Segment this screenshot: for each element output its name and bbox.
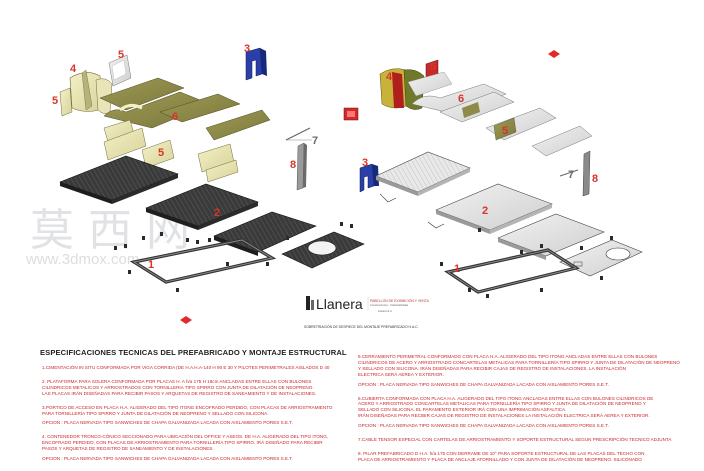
part-2-platform-slab-right bbox=[375, 151, 643, 277]
spec-line: PASOS Y ARQUETAS DE REGISTRO DE SANEAMIE… bbox=[42, 446, 214, 452]
callout-right-2: 2 bbox=[482, 205, 488, 217]
logo-signature: Llanera S.A. bbox=[378, 309, 393, 313]
callout-right-3: 3 bbox=[362, 157, 368, 169]
logo-name: Llanera bbox=[316, 296, 363, 312]
callout-left-5-top: 5 bbox=[118, 49, 124, 61]
part-8-pillar-right bbox=[582, 150, 591, 197]
spec-line: OPCION : PLACA NERVADA TIPO SANWICHES DE… bbox=[42, 420, 293, 426]
part-8-pillar-left bbox=[296, 142, 307, 191]
spec-left-item-4: 4. CONTENEDOR TRONCO-CÓNICO SECCIONADO P… bbox=[42, 434, 342, 462]
callout-right-5-top: 5 bbox=[430, 61, 436, 73]
spec-right-item-1: 5.CERRAMIENTO PERIMETRAL CONFORMADO CON … bbox=[358, 354, 703, 388]
spec-line: ELECTRICA SERÁ AEREA Y EXTERIOR. bbox=[358, 371, 444, 377]
callout-right-1: 1 bbox=[454, 263, 460, 275]
part-7-cable-tensor-left bbox=[285, 127, 312, 141]
watermark-url: www.3dmox.com bbox=[25, 251, 139, 268]
callout-right-8: 8 bbox=[592, 173, 598, 185]
spec-column-right: 5.CERRAMIENTO PERIMETRAL CONFORMADO CON … bbox=[358, 354, 703, 471]
part-6-roof-plates-right bbox=[411, 83, 593, 157]
part-6-roof-plates-left bbox=[99, 77, 271, 141]
right-exploded-view: 4 5 6 5 3 8 7 2 1 bbox=[343, 50, 643, 298]
callouts-right: 4 5 6 5 3 8 7 2 1 bbox=[362, 61, 598, 275]
spec-line: 2. PLATAFORMA PARA SOLERA CONFORMADA POR… bbox=[42, 378, 312, 384]
callout-left-6: 6 bbox=[172, 111, 178, 123]
spec-column-left: 1.CIMENTACIÓN IN SITU CONFORMADA POR VIG… bbox=[42, 365, 342, 470]
callout-right-5-panel: 5 bbox=[502, 125, 508, 137]
part-5-wall-panel-top bbox=[108, 54, 132, 87]
left-exploded-view: 5 4 3 5 6 5 7 8 2 1 bbox=[52, 43, 365, 324]
spec-line: PARA TORNILLERÍA TIPO SPIRRO Y JUNTA DE … bbox=[42, 410, 269, 416]
spec-line: 5.CERRAMIENTO PERIMETRAL CONFORMADO CON … bbox=[358, 354, 658, 359]
spec-title: ESPECIFICACIONES TECNICAS DEL PREFABRICA… bbox=[40, 348, 347, 357]
part-4-container-left bbox=[69, 69, 113, 114]
part-1-foundation-left bbox=[114, 222, 353, 292]
callout-right-6: 6 bbox=[458, 93, 464, 105]
callout-left-2: 2 bbox=[214, 207, 220, 219]
title-block: Llanera PABELLÓN DE EXHIBICIÓN Y VENTA C… bbox=[304, 296, 430, 329]
callout-left-5-side: 5 bbox=[52, 95, 58, 107]
spec-line: 6.CUBIERTA CONFORMADA CON PLACA H.A. ALI… bbox=[358, 395, 654, 401]
spec-line: CILINDRICOS DE ACERO Y ARRIOSTRADO CONCA… bbox=[358, 359, 680, 365]
spec-line: IRÁN DISEÑADAS PARA RECIBIR CAJAS DE REG… bbox=[358, 413, 650, 419]
foundation-piles-right bbox=[440, 228, 613, 298]
spec-line: 7.CABLE TENSOR ESPECIAL CON CARTELAS DE … bbox=[358, 437, 672, 443]
spec-line: 8. PILAR PREFABRICADO D H.A. h/a 175 CON… bbox=[358, 450, 645, 456]
spec-line: OPCION : PLACA NERVADA TIPO SANWICHES DE… bbox=[358, 381, 609, 387]
callout-right-4: 4 bbox=[386, 71, 393, 83]
spec-left-item-2: 2. PLATAFORMA PARA SOLERA CONFORMADA POR… bbox=[42, 379, 342, 397]
spec-line: ENCOFRADO PERDIDO, CON PLACAS DE ARRIOST… bbox=[42, 440, 323, 446]
callout-left-7: 7 bbox=[312, 135, 318, 147]
spec-left-item-1: 1.CIMENTACIÓN IN SITU CONFORMADA POR VIG… bbox=[42, 365, 342, 371]
marker-diamond-right bbox=[548, 50, 560, 58]
marker-diamond-left bbox=[180, 316, 192, 324]
logo-subtitle: PABELLÓN DE EXHIBICIÓN Y VENTA bbox=[370, 298, 430, 303]
logo-tagline: Construcciones · Industrializadas bbox=[370, 303, 409, 307]
spec-line: PLACA DE ARRIOSTRAMIENTO Y PLACA DE ANCL… bbox=[358, 456, 642, 462]
spec-line: 4. CONTENEDOR TRONCO-CÓNICO SECCIONADO P… bbox=[42, 434, 329, 440]
logo-mark-icon bbox=[306, 296, 310, 310]
spec-line: LAS PLACAS IRÁN DISEÑADAS PARA RECIBIR P… bbox=[42, 390, 317, 396]
spec-line: SELLADO CON SILICONA. EL PARAMENTO EXTER… bbox=[358, 407, 567, 413]
callout-right-7: 7 bbox=[568, 169, 574, 181]
spec-line: OPCION : PLACA NERVADA TIPO SANWICHES DE… bbox=[42, 456, 293, 462]
spec-right-item-2: 6.CUBIERTA CONFORMADA CON PLACA H.A. ALI… bbox=[358, 396, 703, 430]
part-7-cable-tensor-right bbox=[559, 169, 579, 177]
part-1-foundation-right bbox=[440, 228, 613, 298]
spec-right-item-3: 7.CABLE TENSOR ESPECIAL CON CARTELAS DE … bbox=[358, 437, 703, 443]
drawing-title: SOBRETRIACIÓN DE DESPIECE DEL MONTAJE PR… bbox=[304, 324, 419, 329]
llanera-logo: Llanera PABELLÓN DE EXHIBICIÓN Y VENTA C… bbox=[306, 296, 430, 313]
callout-left-8: 8 bbox=[290, 159, 296, 171]
callouts-left: 5 4 3 5 6 5 7 8 2 1 bbox=[52, 43, 318, 271]
callout-left-4: 4 bbox=[70, 63, 77, 75]
spec-line: ACERO Y ARRIOSTRADO CONCARTELAS METALICA… bbox=[358, 401, 646, 407]
part-5-wall-panels-left bbox=[103, 119, 239, 183]
callout-left-5-panel: 5 bbox=[158, 147, 164, 159]
spec-left-item-3: 3.PORTICO DE ACCESO EN PLACA H.A. ALIGER… bbox=[42, 405, 342, 427]
spec-line: 1.CIMENTACIÓN IN SITU CONFORMADA POR VIG… bbox=[42, 365, 330, 370]
technical-specifications: ESPECIFICACIONES TECNICAS DEL PREFABRICA… bbox=[40, 348, 700, 466]
part-5-wall-panel-red bbox=[343, 107, 359, 121]
spec-line: CILINDRICOS METALICOS Y ARRIOSTRADOS CON… bbox=[42, 384, 314, 390]
spec-line: 3.PORTICO DE ACCESO EN PLACA H.A. ALIGER… bbox=[42, 404, 333, 410]
part-3-portico-right bbox=[359, 163, 379, 193]
foundation-piles-left bbox=[114, 222, 353, 292]
spec-line: Y SELLADO CON SILICONA. IRÁN DISEÑADAS P… bbox=[358, 365, 626, 371]
callout-left-3: 3 bbox=[244, 43, 250, 55]
spec-right-item-4: 8. PILAR PREFABRICADO D H.A. h/a 175 CON… bbox=[358, 451, 703, 463]
part-5-wall-panel-side bbox=[59, 87, 73, 117]
part-3-portico-left bbox=[245, 47, 267, 81]
callout-left-1: 1 bbox=[148, 259, 154, 271]
spec-line: OPCION : PLACA NERVADA TIPO SANWICHES DE… bbox=[358, 423, 609, 429]
part-4-container-right bbox=[379, 59, 453, 110]
